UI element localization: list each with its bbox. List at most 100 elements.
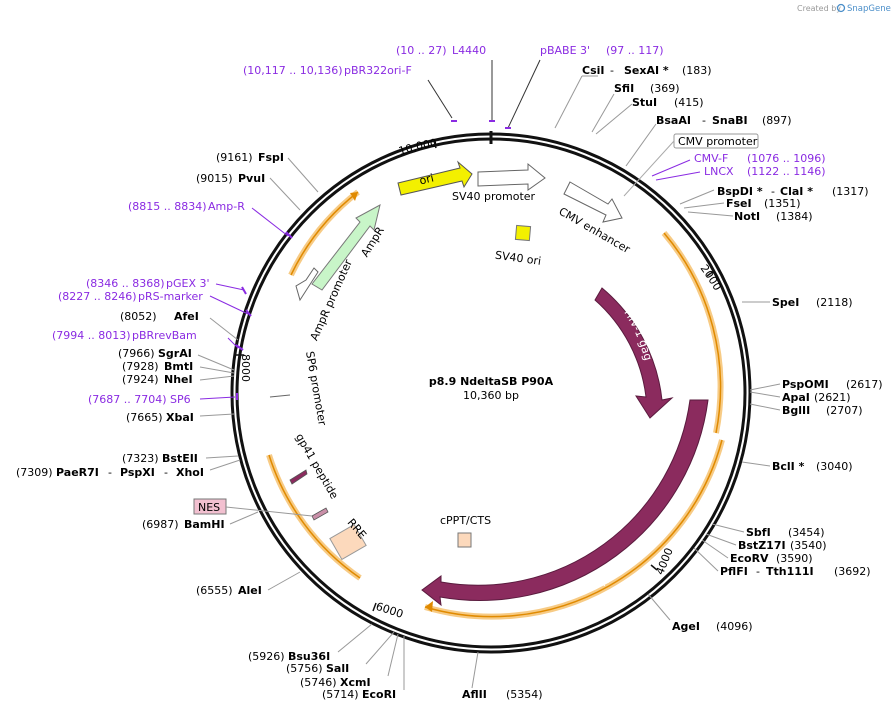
svg-text:-: - [164,466,168,479]
site-paer7i: (7309) PaeR7I - PspXI - XhoI [16,459,241,479]
site-bsu36i-pos: (5926) [248,650,285,663]
site-bsu36i: (5926) Bsu36I [248,623,373,663]
credit-brand: SnapGene [847,4,891,14]
site-sgrai-pos: (7966) [118,347,155,360]
hiv-gag-arrow [594,287,674,419]
primer-pbrrev-label: pBRrevBam [132,329,197,342]
site-xbai-label: XbaI [166,411,194,424]
plasmid-length: 10,360 bp [463,389,519,402]
tick-10000: 10,000 [397,136,438,157]
nes-label: NES [198,501,220,514]
site-ecorv-pos: (3590) [776,552,813,565]
gp41-peptide-arrow [289,469,308,485]
site-spei-pos: (2118) [816,296,853,309]
cmv-promoter-leader [623,140,675,197]
site-apai: ApaI (2621) [749,391,851,404]
svg-text:10,000: 10,000 [397,136,438,157]
primer-l4440-pos: (10 .. 27) [396,44,447,57]
site-bcli-pos: (3040) [816,460,853,473]
primer-pbabe: pBABE 3' (97 .. 117) [505,44,664,129]
site-alei-pos: (6555) [196,584,233,597]
site-noti-pos: (1384) [776,210,813,223]
primer-pbabe-label: pBABE 3' [540,44,590,57]
site-csi-pos: (183) [682,64,712,77]
site-fspi-pos: (9161) [216,151,253,164]
primer-pgex-label: pGEX 3' [166,277,210,290]
svg-text:-: - [108,466,112,479]
site-fspi: (9161) FspI [216,151,319,193]
site-nhei-label: NheI [164,373,193,386]
site-pflfi: PflFI - Tth111I (3692) [693,547,871,578]
site-sfii: SfiI (369) [591,82,680,133]
site-stui-pos: (415) [674,96,704,109]
site-afei: (8052) AfeI [120,310,239,341]
site-xhoi-label: XhoI [176,466,204,479]
site-sbfi-label: SbfI [746,526,771,539]
site-bstz17i: BstZ17I (3540) [705,533,827,552]
site-clai-label: ClaI * [780,185,813,198]
site-bsteii-label: BstEII [162,452,198,465]
site-sbfi: SbfI (3454) [711,523,825,539]
tick-mark [433,140,437,149]
site-bamhi: (6987) BamHI [142,511,259,531]
site-bsteii-pos: (7323) [122,452,159,465]
primer-cmvf: CMV-F (1076 .. 1096) [651,152,826,177]
site-sfii-label: SfiI [614,82,634,95]
sp6-promoter-label: SP6 promoter [303,350,329,427]
svg-text:-: - [610,64,614,77]
cppt-box [457,532,472,548]
primer-pbrrev-pos: (7994 .. 8013) [52,329,131,342]
site-alei-label: AleI [238,584,262,597]
site-bamhi-pos: (6987) [142,518,179,531]
cppt-label: cPPT/CTS [440,514,491,527]
svg-text:-: - [702,114,706,127]
site-csi: CsiI - SexAI * (183) [554,64,712,129]
site-bsaai-label: BsaAI [656,114,691,127]
site-tth111i-label: Tth111I [766,565,814,578]
site-pvui-label: PvuI [238,172,265,185]
primer-lncx: LNCX (1122 .. 1146) [655,165,826,181]
site-pspomi: PspOMI (2617) [749,378,883,391]
primer-pgex: (8346 .. 8368) pGEX 3' [86,277,247,295]
tick-8000: 8000 [239,354,252,382]
nes-leader [225,506,313,517]
site-bmti-label: BmtI [164,360,193,373]
site-pflfi-label: PflFI [720,565,748,578]
primer-pgex-pos: (8346 .. 8368) [86,277,165,290]
site-bamhi-label: BamHI [184,518,225,531]
primer-ampr: (8815 .. 8834) Amp-R [128,200,293,239]
site-noti: NotI (1384) [687,210,813,223]
site-ecorv-label: EcoRV [730,552,769,565]
tick-mark [650,564,658,571]
site-bsaai: BsaAI - SnaBI (897) [625,114,792,167]
site-bsaai-pos: (897) [762,114,792,127]
site-fspi-label: FspI [258,151,284,164]
snapgene-logo-icon [836,3,846,13]
primer-prs: (8227 .. 8246) pRS-marker [58,290,252,317]
site-bmti: (7928) BmtI [122,360,235,374]
ampr-arrow [311,204,381,291]
sp6-promoter-arrow [269,394,291,398]
site-xbai: (7665) XbaI [126,411,235,424]
site-apai-label: ApaI [782,391,810,404]
primer-l4440-label: L4440 [452,44,486,57]
primer-l4440: (10 .. 27) L4440 [396,44,495,122]
site-agei: AgeI (4096) [647,593,753,633]
primer-prs-label: pRS-marker [138,290,203,303]
gp41-peptide-label: gp41 peptide [293,431,341,501]
svg-text:ori: ori [418,171,435,187]
site-stui: StuI (415) [595,96,704,135]
site-bsu36i-label: Bsu36I [288,650,330,663]
site-stui-label: StuI [632,96,657,109]
primer-sp6-label: SP6 [170,393,191,406]
site-ecorv: EcoRV (3590) [701,539,813,565]
site-bglii: BglII (2707) [749,403,863,417]
site-nhei: (7924) NheI [122,373,235,386]
site-sgrai: (7966) SgrAI [118,347,235,371]
site-xcmi-pos: (5746) [300,676,337,689]
site-pflfi-pos: (3692) [834,565,871,578]
sv40-ori-label: SV40 ori [494,249,542,268]
small-feature-arrow [311,507,329,521]
ampr-promoter-arrow [295,267,319,302]
